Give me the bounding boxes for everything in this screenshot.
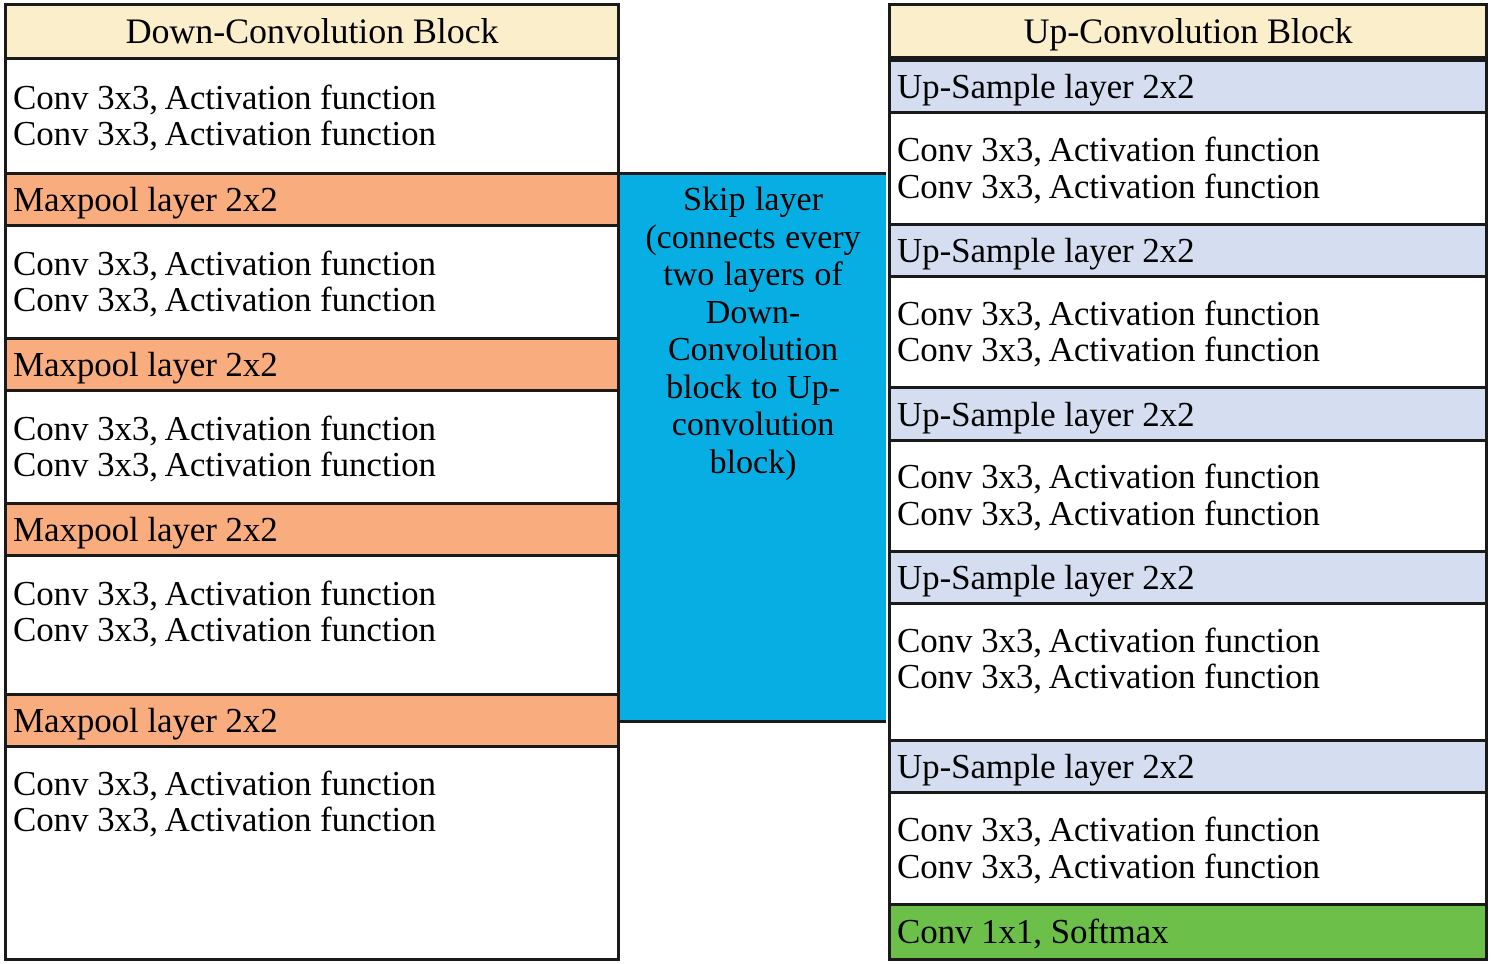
skip-layer-box: Skip layer (connects every two layers of…	[620, 172, 886, 723]
up-column-gap	[891, 713, 1485, 740]
down-conv-line: Conv 3x3, Activation function	[13, 114, 436, 153]
up-conv-pair-1: Conv 3x3, Activation function Conv 3x3, …	[891, 114, 1485, 223]
down-column-gap	[7, 667, 617, 693]
down-conv-line: Conv 3x3, Activation function	[13, 800, 436, 839]
up-conv-line: Conv 3x3, Activation function	[897, 846, 1320, 886]
down-conv-line: Conv 3x3, Activation function	[13, 77, 436, 117]
up-conv-line: Conv 3x3, Activation function	[897, 166, 1320, 206]
up-sample-row-5: Up-Sample layer 2x2	[891, 739, 1485, 795]
up-convolution-block-header: Up-Convolution Block	[891, 6, 1485, 60]
softmax-output-row: Conv 1x1, Softmax	[891, 902, 1485, 959]
up-sample-row-4: Up-Sample layer 2x2	[891, 550, 1485, 606]
down-conv-line: Conv 3x3, Activation function	[13, 408, 436, 448]
up-sample-row-3: Up-Sample layer 2x2	[891, 386, 1485, 442]
up-conv-line: Conv 3x3, Activation function	[897, 457, 1320, 497]
down-conv-pair-2: Conv 3x3, Activation function Conv 3x3, …	[7, 227, 617, 337]
up-conv-pair-4: Conv 3x3, Activation function Conv 3x3, …	[891, 605, 1485, 714]
up-conv-pair-3: Conv 3x3, Activation function Conv 3x3, …	[891, 441, 1485, 551]
up-sample-row-2: Up-Sample layer 2x2	[891, 222, 1485, 279]
up-conv-line: Conv 3x3, Activation function	[897, 621, 1320, 661]
up-sample-row-1: Up-Sample layer 2x2	[891, 59, 1485, 115]
down-conv-pair-1: Conv 3x3, Activation function Conv 3x3, …	[7, 60, 617, 172]
down-conv-pair-3: Conv 3x3, Activation function Conv 3x3, …	[7, 392, 617, 502]
maxpool-row-3: Maxpool layer 2x2	[7, 502, 617, 557]
maxpool-row-1: Maxpool layer 2x2	[7, 172, 617, 227]
skip-layer-text: Skip layer (connects every two layers of…	[645, 181, 861, 481]
maxpool-row-4: Maxpool layer 2x2	[7, 693, 617, 748]
down-convolution-block-header: Down-Convolution Block	[7, 6, 617, 60]
up-conv-line: Conv 3x3, Activation function	[897, 810, 1320, 850]
down-convolution-block-column: Down-Convolution Block Conv 3x3, Activat…	[4, 3, 620, 961]
up-convolution-block-column: Up-Convolution Block Up-Sample layer 2x2…	[888, 3, 1488, 961]
down-conv-line: Conv 3x3, Activation function	[13, 573, 436, 613]
up-conv-pair-2: Conv 3x3, Activation function Conv 3x3, …	[891, 278, 1485, 387]
down-conv-line: Conv 3x3, Activation function	[13, 280, 436, 319]
up-conv-line: Conv 3x3, Activation function	[897, 130, 1320, 170]
down-conv-line: Conv 3x3, Activation function	[13, 243, 436, 283]
down-conv-line: Conv 3x3, Activation function	[13, 445, 436, 484]
up-conv-line: Conv 3x3, Activation function	[897, 493, 1320, 533]
down-conv-line: Conv 3x3, Activation function	[13, 763, 436, 803]
maxpool-row-2: Maxpool layer 2x2	[7, 337, 617, 392]
up-conv-line: Conv 3x3, Activation function	[897, 293, 1320, 333]
down-conv-line: Conv 3x3, Activation function	[13, 610, 436, 649]
up-conv-line: Conv 3x3, Activation function	[897, 330, 1320, 370]
down-conv-pair-4: Conv 3x3, Activation function Conv 3x3, …	[7, 557, 617, 667]
down-column-empty-area	[7, 856, 617, 958]
up-conv-pair-5: Conv 3x3, Activation function Conv 3x3, …	[891, 794, 1485, 903]
up-conv-line: Conv 3x3, Activation function	[897, 657, 1320, 697]
down-conv-pair-5: Conv 3x3, Activation function Conv 3x3, …	[7, 748, 617, 856]
